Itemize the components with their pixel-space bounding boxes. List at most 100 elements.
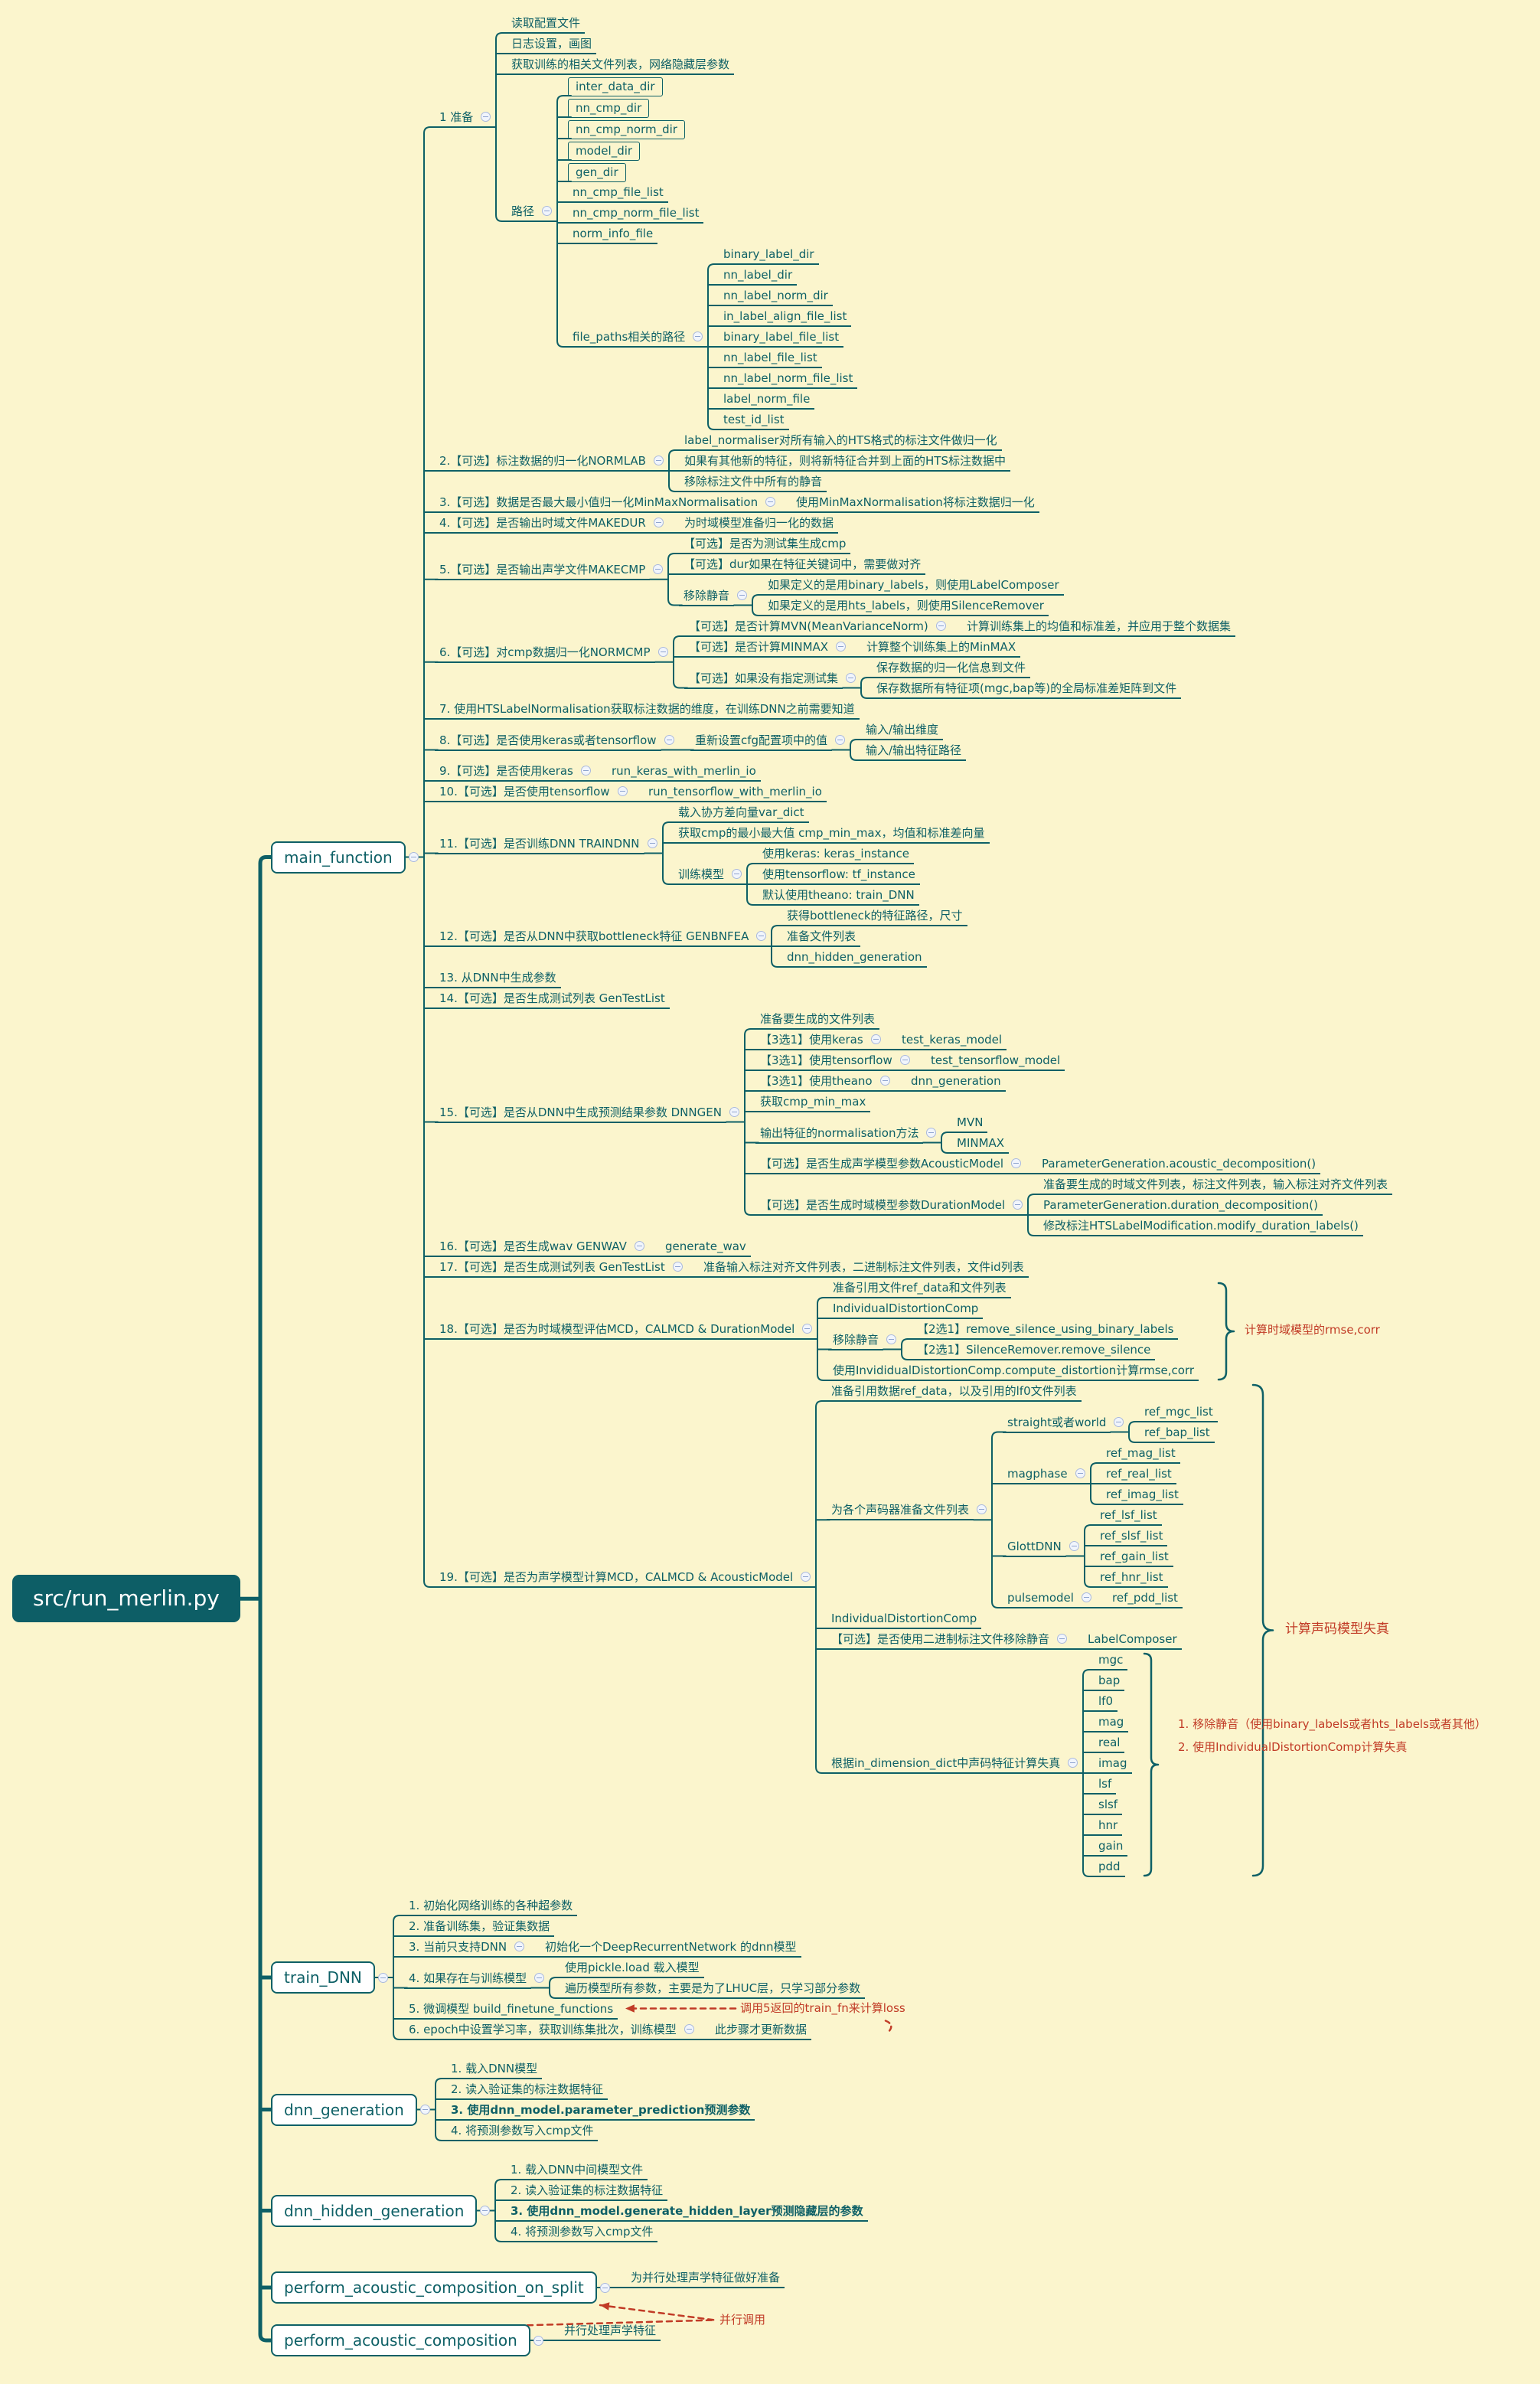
node-95[interactable]: 使用InvididualDistortionComp.compute_disto… — [828, 1363, 1199, 1381]
node-18[interactable]: in_label_align_file_list — [719, 309, 852, 327]
node-47[interactable]: 8.【可选】是否使用keras或者tensorflow — [435, 733, 661, 751]
node-82[interactable]: 【可选】是否生成时域模型参数DurationModel — [755, 1197, 1010, 1216]
collapse-toggle[interactable] — [635, 1241, 644, 1251]
collapse-toggle[interactable] — [1068, 1758, 1078, 1768]
node-111[interactable]: ref_pdd_list — [1108, 1590, 1183, 1608]
node-103[interactable]: ref_real_list — [1101, 1466, 1176, 1484]
node-61[interactable]: 默认使用theano: train_DNN — [758, 887, 919, 906]
node-143[interactable]: 2. 读入验证集的标注数据特征 — [506, 2183, 668, 2201]
node-97[interactable]: 为各个声码器准备文件列表 — [827, 1502, 974, 1521]
node-135[interactable]: 此步骤才更新数据 — [710, 2022, 812, 2040]
node-52[interactable]: run_keras_with_merlin_io — [607, 763, 761, 782]
node-94[interactable]: 【2选1】SilenceRemover.remove_silence — [912, 1342, 1156, 1360]
node-40[interactable]: 计算训练集上的均值和标准差，并应用于整个数据集 — [962, 619, 1236, 637]
collapse-toggle[interactable] — [802, 1324, 812, 1334]
node-87[interactable]: generate_wav — [661, 1239, 751, 1257]
collapse-toggle[interactable] — [514, 1941, 524, 1951]
node-129[interactable]: 3. 当前只支持DNN — [404, 1939, 512, 1958]
node-21[interactable]: nn_label_norm_file_list — [719, 371, 858, 389]
node-115[interactable]: mgc — [1094, 1652, 1128, 1670]
collapse-toggle[interactable] — [480, 2206, 490, 2216]
node-pac[interactable]: perform_acoustic_composition — [271, 2324, 530, 2356]
node-28[interactable]: 3.【可选】数据是否最大最小值归一化MinMaxNormalisation — [435, 495, 763, 513]
collapse-toggle[interactable] — [420, 2105, 430, 2115]
node-142[interactable]: 1. 载入DNN中间模型文件 — [506, 2162, 648, 2180]
node-50[interactable]: 输入/输出特征路径 — [861, 743, 967, 761]
node-22[interactable]: label_norm_file — [719, 391, 815, 410]
node-60[interactable]: 使用tensorflow: tf_instance — [758, 867, 920, 885]
node-75[interactable]: dnn_generation — [906, 1073, 1006, 1092]
node-6[interactable]: inter_data_dir — [568, 77, 663, 96]
node-26[interactable]: 如果有其他新的特征，则将新特征合并到上面的HTS标注数据中 — [680, 453, 1010, 472]
collapse-toggle[interactable] — [732, 869, 742, 879]
node-112[interactable]: IndividualDistortionComp — [827, 1611, 982, 1629]
node-146[interactable]: 为并行处理声学特征做好准备 — [626, 2270, 785, 2288]
node-39[interactable]: 【可选】是否计算MVN(MeanVarianceNorm) — [684, 619, 933, 637]
node-54[interactable]: run_tensorflow_with_merlin_io — [644, 784, 827, 802]
node-81[interactable]: ParameterGeneration.acoustic_decompositi… — [1037, 1156, 1321, 1174]
node-43[interactable]: 【可选】如果没有指定测试集 — [684, 671, 843, 689]
node-145[interactable]: 4. 将预测参数写入cmp文件 — [506, 2224, 658, 2242]
node-132[interactable]: 使用pickle.load 载入模型 — [560, 1960, 704, 1978]
node-91[interactable]: IndividualDistortionComp — [828, 1301, 984, 1319]
collapse-toggle[interactable] — [534, 1972, 544, 1983]
node-88[interactable]: 17.【可选】是否生成测试列表 GenTestList — [435, 1259, 670, 1278]
node-finetune[interactable]: 5. 微调模型 build_finetune_functions — [404, 2001, 618, 2020]
node-37[interactable]: 如果定义的是用hts_labels，则使用SilenceRemover — [763, 598, 1049, 616]
collapse-toggle[interactable] — [900, 1055, 910, 1065]
collapse-toggle[interactable] — [729, 1106, 739, 1117]
node-80[interactable]: 【可选】是否生成声学模型参数AcousticModel — [755, 1156, 1009, 1174]
node-feat[interactable]: 根据in_dimension_dict中声码特征计算失真 — [827, 1755, 1065, 1774]
collapse-toggle[interactable] — [880, 1076, 890, 1086]
node-33[interactable]: 【可选】是否为测试集生成cmp — [679, 536, 851, 554]
node-16[interactable]: nn_label_dir — [719, 267, 798, 286]
collapse-toggle[interactable] — [926, 1127, 936, 1138]
node-86[interactable]: 16.【可选】是否生成wav GENWAV — [435, 1239, 631, 1257]
node-117[interactable]: lf0 — [1094, 1693, 1117, 1712]
node-9[interactable]: model_dir — [568, 142, 641, 161]
collapse-toggle[interactable] — [1013, 1200, 1023, 1210]
node-25[interactable]: label_normaliser对所有输入的HTS格式的标注文件做归一化 — [680, 433, 1002, 451]
collapse-toggle[interactable] — [836, 642, 846, 652]
node-119[interactable]: real — [1094, 1735, 1125, 1753]
node-70[interactable]: 【3选1】使用keras — [755, 1032, 868, 1050]
node-74[interactable]: 【3选1】使用theano — [755, 1073, 877, 1092]
node-34[interactable]: 【可选】dur如果在特征关键词中，需要做对齐 — [679, 557, 926, 575]
collapse-toggle[interactable] — [533, 2335, 543, 2346]
node-63[interactable]: 获得bottleneck的特征路径，尺寸 — [782, 908, 967, 926]
collapse-toggle[interactable] — [1114, 1416, 1124, 1427]
node-49[interactable]: 输入/输出维度 — [861, 722, 944, 740]
node-31[interactable]: 为时域模型准备归一化的数据 — [680, 515, 839, 534]
node-57[interactable]: 获取cmp的最小最大值 cmp_min_max，均值和标准差向量 — [674, 825, 990, 844]
collapse-toggle[interactable] — [846, 672, 856, 683]
node-30[interactable]: 4.【可选】是否输出时域文件MAKEDUR — [435, 515, 651, 534]
collapse-toggle[interactable] — [765, 497, 775, 507]
node-27[interactable]: 移除标注文件中所有的静音 — [680, 474, 827, 492]
node-66[interactable]: 13. 从DNN中生成参数 — [435, 970, 561, 988]
node-77[interactable]: 输出特征的normalisation方法 — [755, 1125, 924, 1144]
node-116[interactable]: bap — [1094, 1673, 1125, 1691]
collapse-toggle[interactable] — [618, 786, 628, 796]
node-79[interactable]: MINMAX — [952, 1135, 1010, 1154]
node-122[interactable]: slsf — [1094, 1797, 1123, 1815]
collapse-toggle[interactable] — [737, 589, 747, 600]
node-69[interactable]: 准备要生成的文件列表 — [755, 1011, 880, 1030]
node-24[interactable]: 2.【可选】标注数据的归一化NORMLAB — [435, 453, 651, 472]
collapse-toggle[interactable] — [653, 563, 663, 574]
node-96[interactable]: 准备引用数据ref_data，以及引用的lf0文件列表 — [827, 1383, 1082, 1402]
node-65[interactable]: dnn_hidden_generation — [782, 949, 927, 968]
node-2[interactable]: 读取配置文件 — [507, 15, 586, 34]
node-121[interactable]: lsf — [1094, 1776, 1117, 1795]
node-48[interactable]: 重新设置cfg配置项中的值 — [690, 733, 833, 751]
node-73[interactable]: test_tensorflow_model — [926, 1053, 1065, 1071]
node-127[interactable]: 1. 初始化网络训练的各种超参数 — [404, 1898, 578, 1916]
node-138[interactable]: 2. 读入验证集的标注数据特征 — [446, 2082, 608, 2100]
collapse-toggle[interactable] — [1069, 1540, 1079, 1551]
node-139[interactable]: 3. 使用dnn_model.parameter_prediction预测参数 — [446, 2102, 755, 2121]
node-85[interactable]: 修改标注HTSLabelModification.modify_duration… — [1039, 1218, 1363, 1236]
collapse-toggle[interactable] — [1057, 1634, 1067, 1644]
node-14[interactable]: file_paths相关的路径 — [568, 329, 690, 348]
collapse-toggle[interactable] — [835, 734, 845, 745]
collapse-toggle[interactable] — [654, 456, 664, 465]
collapse-toggle[interactable] — [658, 646, 668, 657]
